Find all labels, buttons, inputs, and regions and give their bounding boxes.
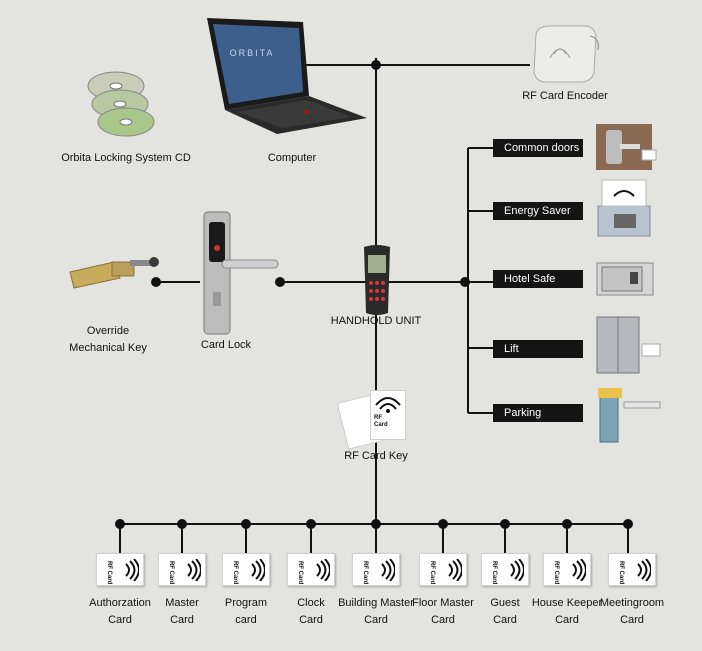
handheld-unit-icon <box>364 245 390 315</box>
card-type-label-line2: card <box>235 614 257 626</box>
rf-card-face-text: RF Card <box>106 561 112 585</box>
computer-label: Computer <box>267 152 317 164</box>
hotel-safe-bar: Hotel Safe <box>493 270 583 288</box>
rf-card-image: RF Card <box>158 553 206 586</box>
rf-card-face-text: RF Card <box>553 561 559 585</box>
card-key-text-1: RF <box>374 415 382 421</box>
lift-bar: Lift <box>493 340 583 358</box>
rf-card-face-text: RF Card <box>297 561 303 585</box>
wireless-icon <box>316 559 330 581</box>
card-lock-label: Card Lock <box>200 339 252 351</box>
wireless-icon <box>637 559 651 581</box>
card-lock-icon <box>203 211 279 335</box>
card-type-label: Program card <box>225 595 267 629</box>
rf-card-key-label: RF Card Key <box>344 450 408 462</box>
override-label-1: Override <box>86 325 130 337</box>
screen-brand-text: ORBITA <box>229 48 275 58</box>
rf-card-face-text: RF Card <box>232 561 238 585</box>
rf-card-image: RF Card <box>222 553 270 586</box>
rf-card-face-text: RF Card <box>618 561 624 585</box>
common-doors-bar: Common doors <box>493 139 583 157</box>
rf-card-image: RF Card <box>481 553 529 586</box>
wireless-icon <box>448 559 462 581</box>
rf-card-face-text: RF Card <box>362 561 368 585</box>
rf-card-face-text: RF Card <box>491 561 497 585</box>
encoder-icon <box>533 25 599 83</box>
rf-card-face-text: RF Card <box>429 561 435 585</box>
cd-label: Orbita Locking System CD <box>61 152 191 164</box>
wireless-icon <box>125 559 139 581</box>
card-type-label-line1: Master <box>165 597 199 609</box>
wireless-icon <box>187 559 201 581</box>
mechanical-key-icon <box>69 257 159 289</box>
wireless-icon <box>251 559 265 581</box>
hotel-safe-icon <box>596 262 654 296</box>
wireless-icon <box>375 397 401 413</box>
card-type-label-line2: Card <box>555 614 579 626</box>
rf-card-image: RF Card <box>96 553 144 586</box>
parking-bar: Parking <box>493 404 583 422</box>
rf-card-image: RF Card <box>352 553 400 586</box>
energy-saver-bar: Energy Saver <box>493 202 583 220</box>
rf-card-image: RF Card <box>608 553 656 586</box>
card-type-label-line1: Floor Master <box>412 597 474 609</box>
card-type-label-line2: Card <box>364 614 388 626</box>
card-key-text-2: Card <box>374 422 388 428</box>
card-type-label-line1: Meetingroom <box>599 597 665 609</box>
rf-card-face-text: RF Card <box>168 561 174 585</box>
card-type-label-line2: Card <box>108 614 132 626</box>
wireless-icon <box>381 559 395 581</box>
rf-card-image: RF Card <box>287 553 335 586</box>
lift-icon <box>596 316 661 374</box>
card-type-label-line2: Card <box>299 614 323 626</box>
card-type-label-line1: Guest <box>490 597 520 609</box>
card-type-label-line2: Card <box>493 614 517 626</box>
card-type-label-line1: Building Master <box>338 597 414 609</box>
card-type-label-line2: Card <box>170 614 194 626</box>
rf-card-key-front: RF Card <box>370 390 406 440</box>
cd-discs-icon <box>87 71 155 137</box>
card-type-label-line2: Card <box>431 614 455 626</box>
rf-card-image: RF Card <box>419 553 467 586</box>
laptop-icon <box>207 18 367 134</box>
wireless-icon <box>572 559 586 581</box>
handheld-label: HANDHOLD UNIT <box>330 315 422 327</box>
door-lock-photo-icon <box>596 124 657 170</box>
card-type-label-line1: Program <box>224 597 268 609</box>
energy-saver-icon <box>597 179 651 237</box>
override-label-2: Mechanical Key <box>69 342 147 354</box>
card-type-label-line1: Clock <box>297 597 325 609</box>
card-type-label-line2: Card <box>620 614 644 626</box>
encoder-label: RF Card Encoder <box>522 90 608 102</box>
card-type-label-line1: House Keeper <box>531 597 603 609</box>
card-type-label-line1: Authorzation <box>89 597 151 609</box>
rf-card-image: RF Card <box>543 553 591 586</box>
parking-gate-icon <box>598 388 661 443</box>
wireless-icon <box>510 559 524 581</box>
